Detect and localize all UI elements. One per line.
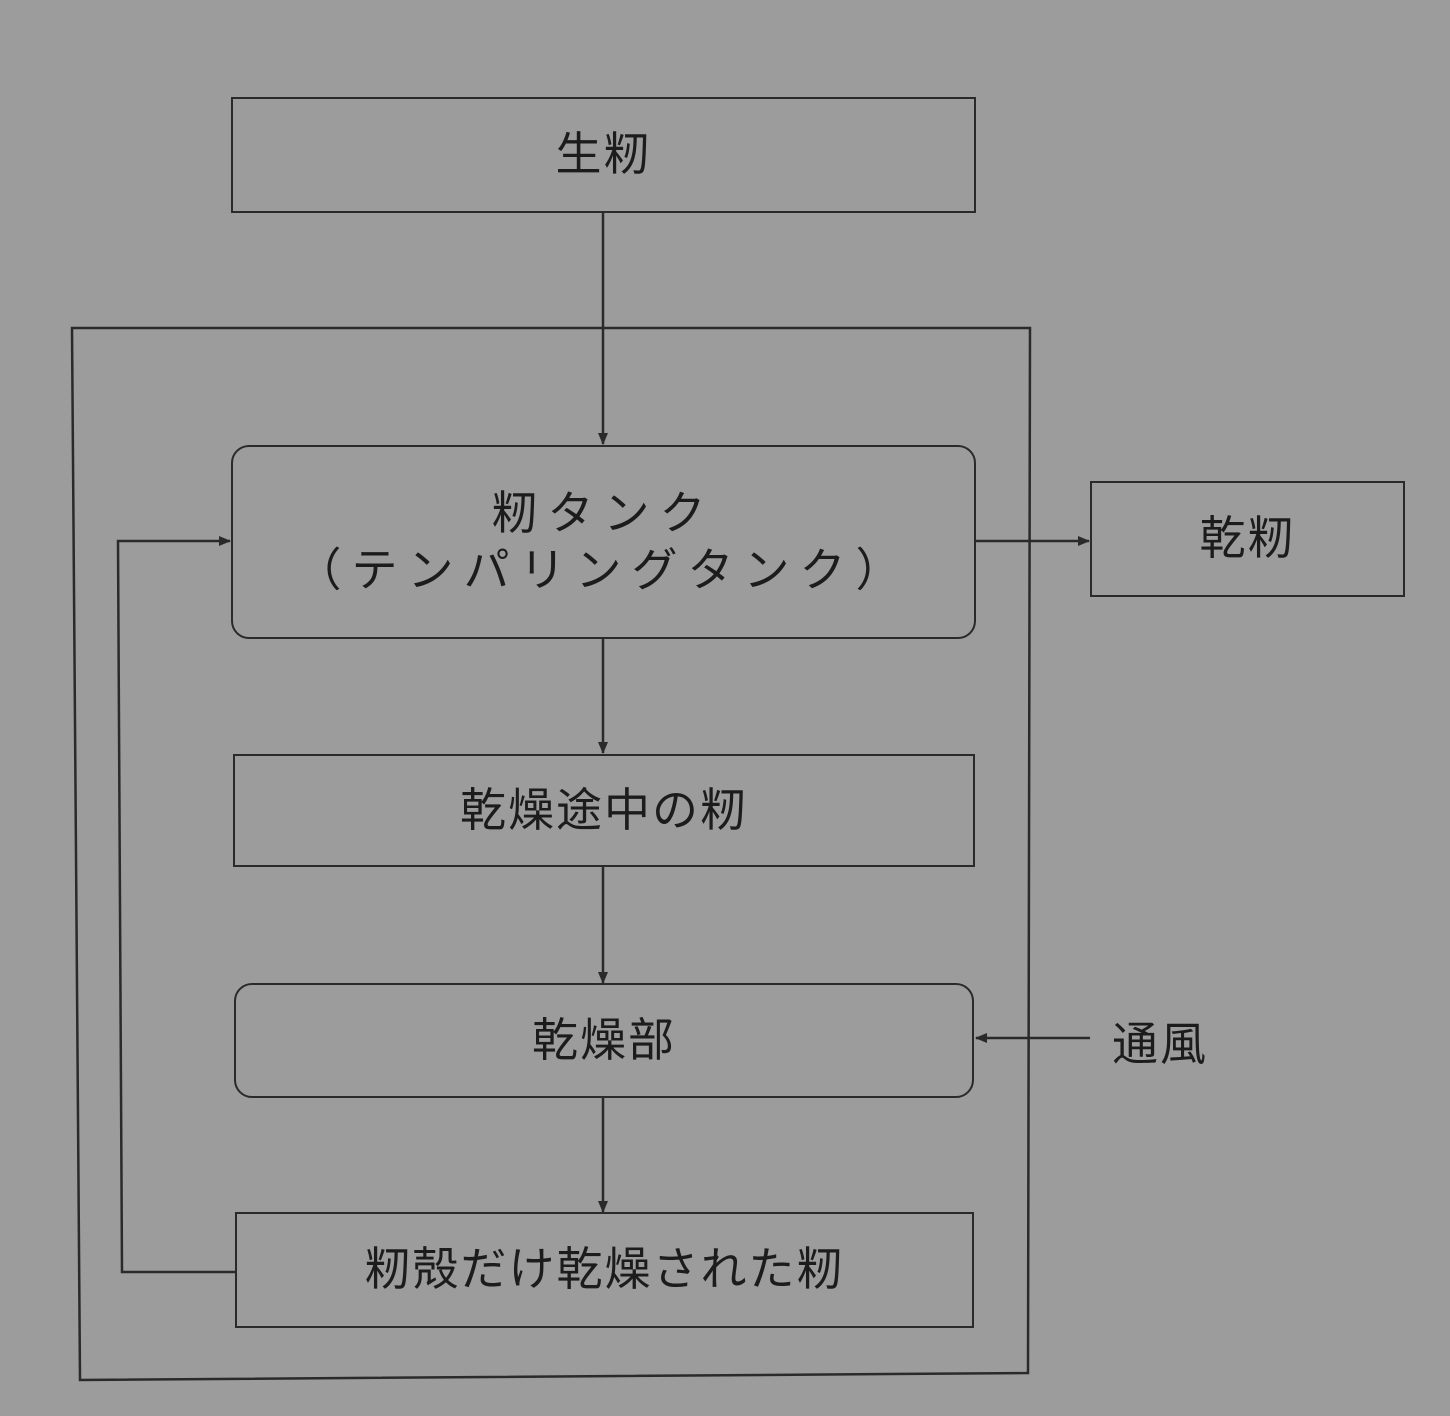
husk-dried-paddy-box: 籾殻だけ乾燥された籾 [235, 1212, 974, 1328]
tempering-tank-label: （テンパリングタンク） [295, 543, 912, 597]
drying-section-label: 乾燥部 [532, 1012, 676, 1067]
dryer-enclosure [70, 326, 1032, 1382]
husk-dried-paddy-label: 籾殻だけ乾燥された籾 [364, 1242, 845, 1297]
paddy-tank-label: 籾タンク [491, 485, 716, 540]
raw-paddy-box: 生籾 [231, 97, 976, 213]
dried-paddy-label: 乾籾 [1199, 511, 1296, 566]
raw-paddy-label: 生籾 [555, 127, 652, 182]
paddy-drying-midway-box: 乾燥途中の籾 [233, 754, 975, 867]
dried-paddy-box: 乾籾 [1090, 481, 1405, 597]
arrow-return-loop [116, 536, 236, 1274]
paddy-drying-midway-label: 乾燥途中の籾 [460, 782, 748, 837]
drying-section-box: 乾燥部 [234, 983, 974, 1098]
ventilation-label: 通風 [1112, 1017, 1208, 1071]
paddy-tank-box: 籾タンク （テンパリングタンク） [231, 445, 976, 639]
